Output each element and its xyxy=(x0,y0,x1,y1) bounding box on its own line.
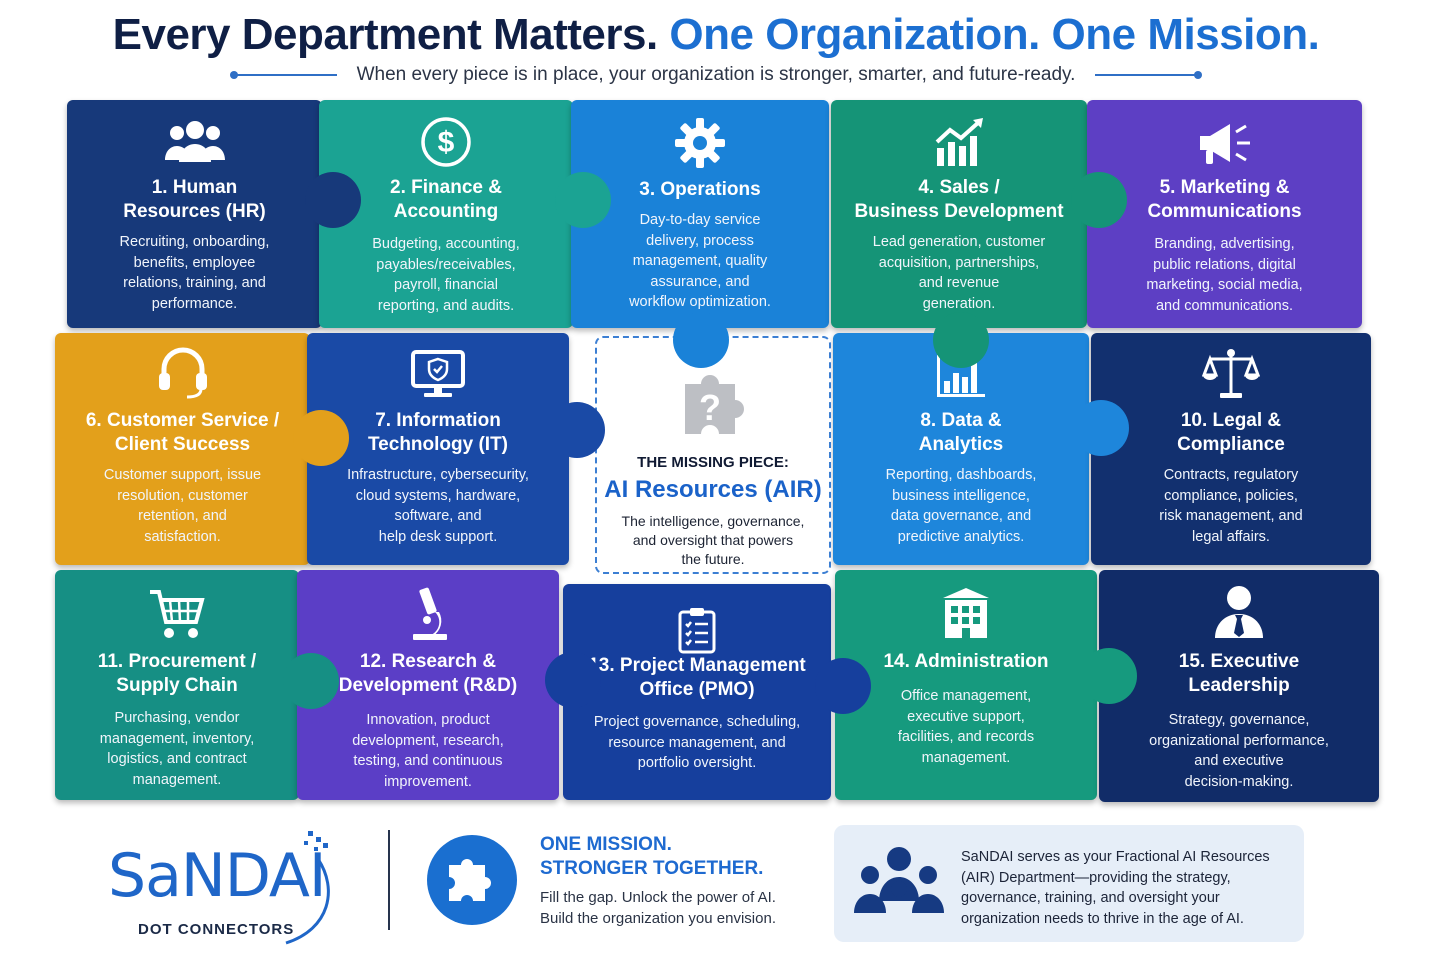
puzzle-knob xyxy=(293,410,349,466)
logo-swoosh-icon xyxy=(285,858,330,945)
department-piece-it: 7. Information Technology (IT) Infrastru… xyxy=(307,333,569,565)
svg-text:?: ? xyxy=(699,387,721,428)
department-description: Customer support, issue resolution, cust… xyxy=(103,467,262,545)
puzzle-knob xyxy=(555,172,611,228)
air-department-box: SaNDAI serves as your Fractional AI Reso… xyxy=(834,825,1304,942)
puzzle-knob xyxy=(673,312,729,368)
megaphone-icon xyxy=(1087,120,1362,166)
department-description: Office management, executive support, fa… xyxy=(897,688,1035,766)
department-piece-pmo: 13. Project Management Office (PMO) Proj… xyxy=(563,584,831,800)
puzzle-knob xyxy=(545,652,601,708)
department-title: 8. Data & Analytics xyxy=(918,410,1004,455)
headline-part-2: One Organization. One Mission. xyxy=(669,10,1320,59)
department-title: 14. Administration xyxy=(883,651,1049,672)
department-piece-legal: 10. Legal & Compliance Contracts, regula… xyxy=(1091,333,1371,565)
missing-piece-title: AI Resources (AIR) xyxy=(604,476,822,503)
department-description: Lead generation, customer acquisition, p… xyxy=(872,234,1046,312)
department-title: 7. Information Technology (IT) xyxy=(367,410,509,455)
puzzle-knob xyxy=(283,653,339,709)
team-icon xyxy=(854,845,944,922)
logo-dots-icon xyxy=(304,831,328,851)
department-piece-hr: 1. Human Resources (HR) Recruiting, onbo… xyxy=(67,100,322,328)
headline-part-1: Every Department Matters. xyxy=(112,10,659,59)
department-title: 10. Legal & Compliance xyxy=(1177,410,1285,455)
air-description: SaNDAI serves as your Fractional AI Reso… xyxy=(961,849,1270,927)
department-puzzle: 1. Human Resources (HR) Recruiting, onbo… xyxy=(55,100,1379,802)
department-title: 11. Procurement / Supply Chain xyxy=(97,651,257,696)
department-description: Project governance, scheduling, resource… xyxy=(593,714,801,771)
monitor-shield-icon xyxy=(307,349,569,399)
missing-piece-description: The intelligence, governance, and oversi… xyxy=(621,513,805,567)
department-piece-data: 8. Data & Analytics Reporting, dashboard… xyxy=(833,333,1089,565)
puzzle-question-icon: ? xyxy=(597,364,829,444)
puzzle-piece-icon xyxy=(425,833,519,932)
cart-icon xyxy=(55,588,299,640)
department-title: 4. Sales / Business Development xyxy=(854,177,1064,222)
gear-icon xyxy=(571,116,829,170)
department-piece-marketing: 5. Marketing & Communications Branding, … xyxy=(1087,100,1362,328)
bar-chart-icon xyxy=(833,353,1089,399)
department-piece-finance: $ 2. Finance & Accounting Budgeting, acc… xyxy=(319,100,573,328)
puzzle-knob xyxy=(815,658,871,714)
department-title: 1. Human Resources (HR) xyxy=(123,177,266,222)
department-title: 15. Executive Leadership xyxy=(1178,651,1300,696)
department-piece-administration: 14. Administration Office management, ex… xyxy=(835,570,1097,800)
department-title: 13. Project Management Office (PMO) xyxy=(588,655,806,700)
scales-icon xyxy=(1091,347,1371,401)
headset-icon xyxy=(55,345,310,399)
department-description: Infrastructure, cybersecurity, cloud sys… xyxy=(347,467,529,545)
department-piece-executive: 15. Executive Leadership Strategy, gover… xyxy=(1099,570,1379,802)
puzzle-knob xyxy=(933,312,989,368)
department-piece-rnd: 12. Research & Development (R&D) Innovat… xyxy=(297,570,559,800)
missing-piece-label: THE MISSING PIECE: xyxy=(637,454,789,471)
mission-text: Fill the gap. Unlock the power of AI. Bu… xyxy=(540,889,776,927)
subtitle: When every piece is in place, your organ… xyxy=(356,64,1076,85)
executive-icon xyxy=(1099,584,1379,640)
subtitle-row: When every piece is in place, your organ… xyxy=(0,64,1432,86)
department-title: 5. Marketing & Communications xyxy=(1147,177,1302,222)
mission-heading: ONE MISSION. STRONGER TOGETHER. xyxy=(540,834,764,879)
department-piece-procurement: 11. Procurement / Supply Chain Purchasin… xyxy=(55,570,299,800)
department-description: Purchasing, vendor management, inventory… xyxy=(99,710,255,788)
department-description: Contracts, regulatory compliance, polici… xyxy=(1159,467,1303,545)
department-piece-sales: 4. Sales / Business Development Lead gen… xyxy=(831,100,1087,328)
department-piece-operations: 3. Operations Day-to-day service deliver… xyxy=(571,100,829,328)
brand-name: SaNDAI xyxy=(108,841,327,911)
puzzle-knob xyxy=(1081,648,1137,704)
subtitle-rule-right xyxy=(1095,71,1203,79)
department-title: 2. Finance & Accounting xyxy=(390,177,502,222)
puzzle-knob xyxy=(305,172,361,228)
department-title: 6. Customer Service / Client Success xyxy=(85,410,280,455)
department-description: Day-to-day service delivery, process man… xyxy=(629,212,771,310)
department-title: 12. Research & Development (R&D) xyxy=(338,651,518,696)
page-headline: Every Department Matters. One Organizati… xyxy=(0,10,1432,60)
growth-chart-icon xyxy=(831,118,1087,168)
subtitle-rule-left xyxy=(229,71,337,79)
puzzle-knob xyxy=(1071,172,1127,228)
department-description: Budgeting, accounting, payables/receivab… xyxy=(372,236,520,314)
brand-tagline: DOT CONNECTORS xyxy=(138,921,295,938)
missing-piece: ? THE MISSING PIECE: AI Resources (AIR) … xyxy=(595,336,831,574)
svg-text:$: $ xyxy=(438,126,455,159)
puzzle-knob xyxy=(1073,400,1129,456)
department-piece-customer-service: 6. Customer Service / Client Success Cus… xyxy=(55,333,310,565)
department-description: Branding, advertising, public relations,… xyxy=(1146,236,1303,314)
sandai-logo: SaNDAI DOT CONNECTORS xyxy=(108,831,348,945)
microscope-icon xyxy=(297,586,559,642)
dollar-icon: $ xyxy=(319,116,573,168)
department-title: 3. Operations xyxy=(639,179,761,200)
department-description: Recruiting, onboarding, benefits, employ… xyxy=(119,234,270,312)
puzzle-knob xyxy=(549,402,605,458)
department-description: Reporting, dashboards, business intellig… xyxy=(885,467,1037,545)
footer: SaNDAI DOT CONNECTORS ONE MISSION. STRON… xyxy=(0,815,1432,955)
building-icon xyxy=(835,586,1097,640)
people-icon xyxy=(67,118,322,164)
clipboard-icon xyxy=(563,606,831,654)
department-description: Strategy, governance, organizational per… xyxy=(1149,712,1329,790)
department-description: Innovation, product development, researc… xyxy=(352,712,504,790)
footer-divider xyxy=(388,830,390,930)
